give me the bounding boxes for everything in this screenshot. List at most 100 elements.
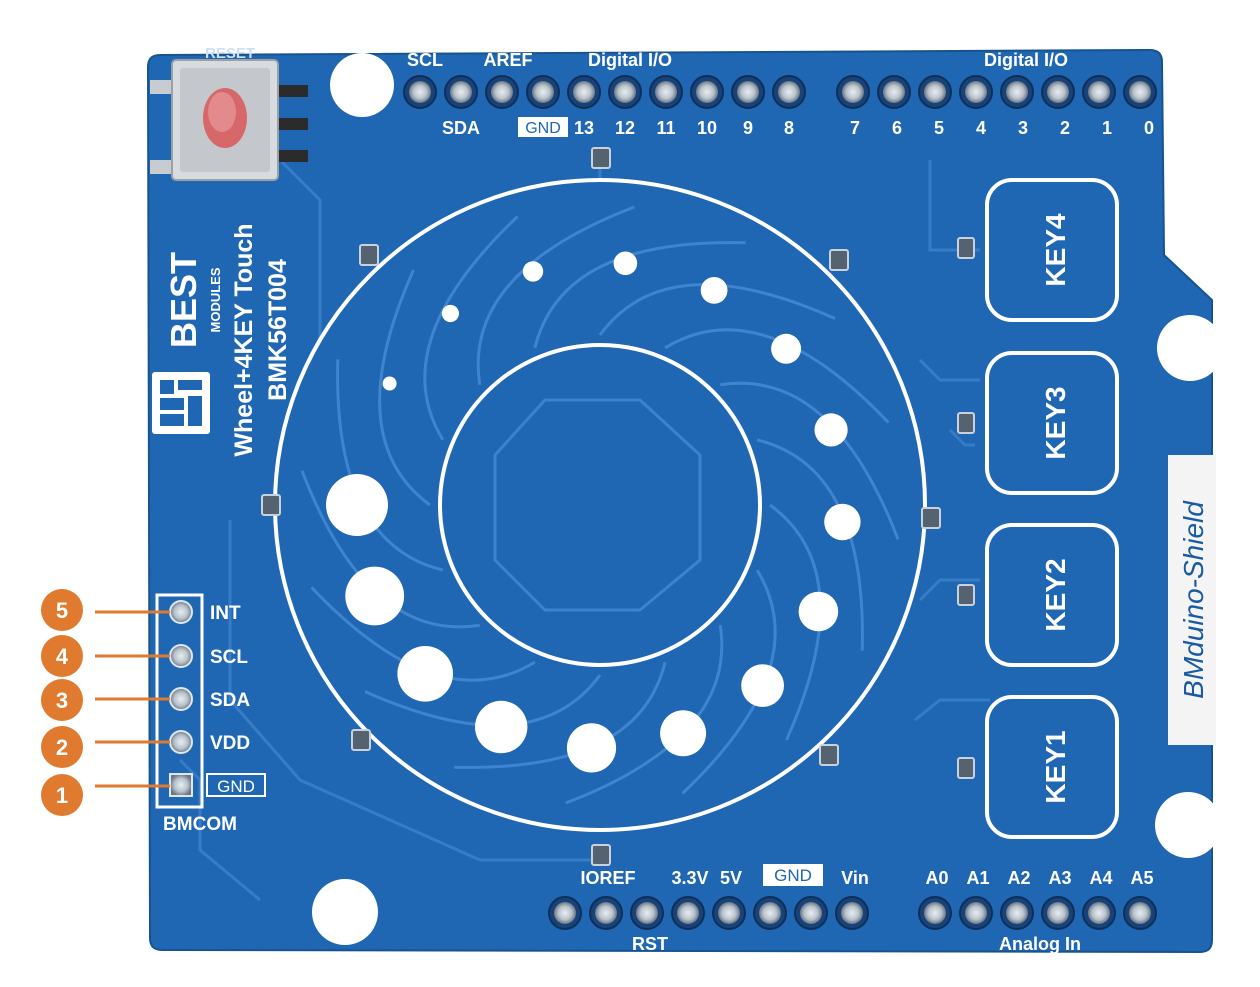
brand-sub: MODULES: [208, 267, 223, 332]
header-pin: [690, 75, 724, 109]
header-label: 9: [743, 118, 753, 138]
header-top-left: [403, 75, 806, 109]
header-pin: [918, 896, 952, 930]
bmcom-connector: [155, 593, 204, 809]
header-label: 7: [850, 118, 860, 138]
header-pin: [649, 75, 683, 109]
header-label: 8: [784, 118, 794, 138]
callout-2: 2: [56, 735, 68, 760]
key3-label: KEY3: [1040, 386, 1071, 459]
shield-label-box: BMduino-Shield: [1168, 455, 1216, 745]
wheel-dot: [824, 503, 861, 541]
brand-logo: [152, 372, 210, 434]
header-pin: [835, 896, 869, 930]
header-pin: [1123, 75, 1157, 109]
label-aref: AREF: [484, 50, 533, 70]
header-pin: [1123, 896, 1157, 930]
shield-label: BMduino-Shield: [1178, 500, 1209, 699]
header-pin: [918, 75, 952, 109]
header-pin: [794, 896, 828, 930]
header-label: 0: [1144, 118, 1154, 138]
header-pin: [403, 75, 437, 109]
header-label: 12: [615, 118, 635, 138]
touch-wheel[interactable]: [273, 178, 927, 832]
header-label: 3.3V: [671, 868, 708, 888]
product-title: Wheel+4KEY Touch: [230, 223, 258, 456]
key-leds: [957, 237, 975, 779]
header-pin: [1082, 75, 1116, 109]
header-label: GND: [774, 866, 812, 885]
header-label: A3: [1048, 868, 1071, 888]
wheel-leds: [261, 147, 941, 866]
header-label: 5: [934, 118, 944, 138]
header-label: 11: [656, 118, 675, 138]
wheel-dot: [522, 261, 544, 282]
pin-label-vdd: VDD: [210, 733, 250, 754]
product-model: BMK56T004: [264, 259, 292, 401]
wheel-dot: [814, 413, 848, 447]
bmcom-label: BMCOM: [163, 814, 237, 835]
header-pin: [671, 896, 705, 930]
key3-pad[interactable]: KEY3: [985, 351, 1119, 495]
header-label: IOREF: [580, 868, 635, 888]
header-label: 4: [976, 118, 986, 138]
wheel-dot: [741, 664, 784, 707]
key4-label: KEY4: [1040, 213, 1071, 287]
wheel-dot: [700, 277, 728, 304]
label-scl-top: SCL: [407, 50, 443, 70]
reset-label: RESET: [205, 45, 255, 62]
header-label: A2: [1007, 868, 1030, 888]
callout-lines: [95, 610, 170, 788]
header-pin: [548, 896, 582, 930]
header-label: A0: [925, 868, 948, 888]
header-pin: [772, 75, 806, 109]
wheel-blade: [476, 205, 635, 386]
wheel-dot: [326, 474, 388, 536]
brand-name: BEST: [163, 252, 204, 348]
wheel-dot: [660, 710, 707, 757]
mounting-holes: [312, 53, 1223, 945]
key1-label: KEY1: [1040, 730, 1071, 803]
header-pin: [877, 75, 911, 109]
header-label: SDA: [442, 118, 480, 138]
header-pin: [731, 75, 765, 109]
header-pin: [1082, 896, 1116, 930]
wheel-blade: [664, 328, 890, 424]
wheel-dot: [345, 566, 405, 626]
wheel-dot: [771, 333, 802, 364]
gnd-box: [518, 117, 568, 137]
header-label: A5: [1130, 868, 1153, 888]
key4-pad[interactable]: KEY4: [985, 178, 1119, 322]
wheel-dot: [441, 304, 459, 323]
header-pin: [1041, 896, 1075, 930]
header-label: 13: [574, 118, 594, 138]
header-label: 2: [1060, 118, 1070, 138]
callout-4: 4: [56, 644, 69, 669]
wheel-blade: [719, 381, 900, 540]
header-pin: [567, 75, 601, 109]
wheel-dot: [798, 591, 839, 632]
header-pin: [608, 75, 642, 109]
header-label: 1: [1102, 118, 1112, 138]
label-rst: RST: [632, 934, 668, 954]
wheel-dot: [397, 646, 454, 702]
header-pin: [630, 896, 664, 930]
header-pin: [526, 75, 560, 109]
header-pin: [1041, 75, 1075, 109]
key2-pad[interactable]: KEY2: [985, 523, 1119, 667]
header-label: 6: [892, 118, 902, 138]
reset-button[interactable]: [150, 59, 308, 181]
key1-pad[interactable]: KEY1: [985, 695, 1119, 839]
pin-label-gnd: GND: [217, 777, 255, 796]
wheel-blade: [423, 215, 519, 441]
header-pin: [959, 75, 993, 109]
header-pin: [1000, 896, 1034, 930]
header-label: A4: [1089, 868, 1112, 888]
header-pin: [712, 896, 746, 930]
pin-label-gnd-box: [206, 773, 266, 797]
callout-1: 1: [56, 783, 68, 808]
